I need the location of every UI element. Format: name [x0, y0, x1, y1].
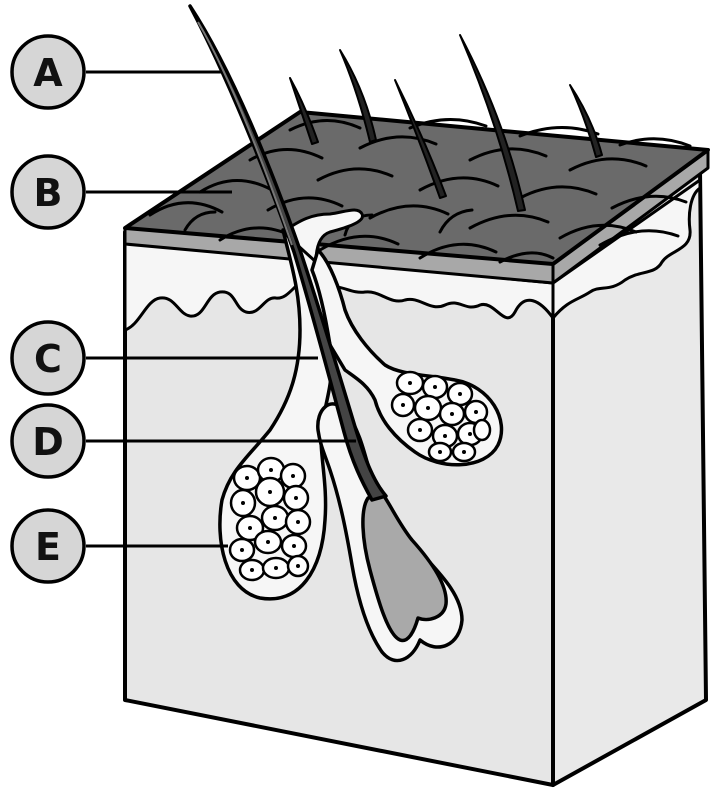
callout-e: E	[12, 510, 84, 582]
callout-letter-b: B	[34, 171, 63, 215]
callout-c: C	[12, 322, 84, 394]
callout-letter-c: C	[34, 337, 62, 381]
callout-d: D	[12, 405, 84, 477]
callout-letter-d: D	[32, 420, 64, 464]
callout-a: A	[12, 36, 84, 108]
callout-letter-a: A	[33, 51, 63, 95]
callout-b: B	[12, 156, 84, 228]
callout-letter-e: E	[35, 525, 61, 569]
sebaceous-gland-left	[230, 458, 310, 580]
